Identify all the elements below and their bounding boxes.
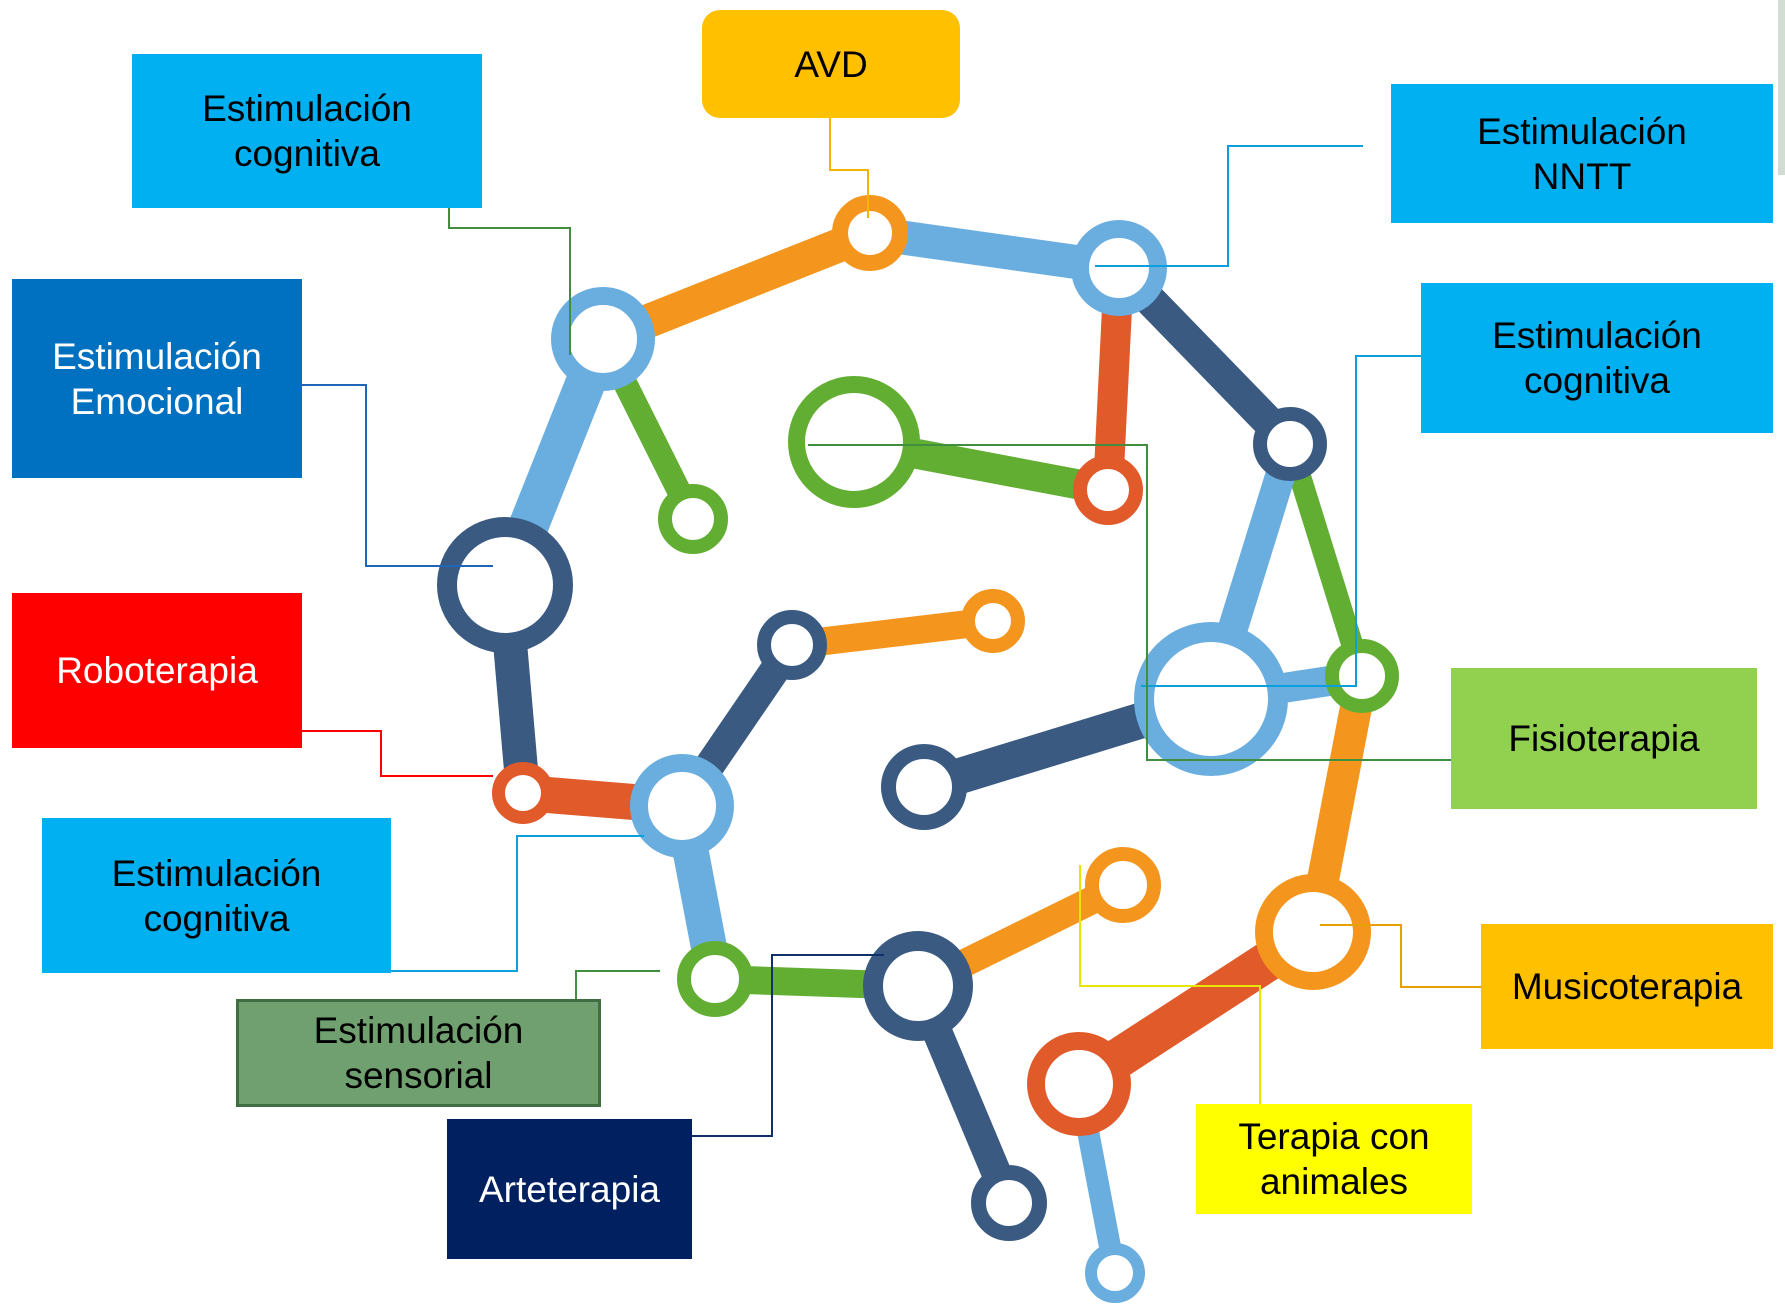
cognitive-stimulation-box-right[interactable]: Estimulación cognitiva xyxy=(1421,283,1773,433)
cognitive-stimulation-label: Estimulación cognitiva xyxy=(111,852,322,939)
network-node-ring xyxy=(492,762,554,824)
network-node-ring xyxy=(437,517,573,653)
sensory-stimulation-box[interactable]: Estimulación sensorial xyxy=(236,999,601,1107)
network-node-ring xyxy=(677,941,753,1017)
connector-line xyxy=(302,384,493,567)
cognitive-stimulation-label: Estimulación cognitiva xyxy=(1492,315,1702,401)
network-node-ring xyxy=(971,1165,1047,1241)
roboterapia-label: Roboterapia xyxy=(56,650,258,691)
fisioterapia-box[interactable]: Fisioterapia xyxy=(1451,668,1757,809)
network-node-ring xyxy=(757,610,827,680)
connector-line xyxy=(829,118,869,218)
connector-line xyxy=(808,444,1451,761)
arteterapia-label: Arteterapia xyxy=(479,1168,660,1210)
animal-therapy-box[interactable]: Terapia con animales xyxy=(1196,1104,1472,1214)
connector-line xyxy=(1079,865,1261,1104)
network-node-ring xyxy=(881,744,967,830)
network-node-ring xyxy=(1073,455,1143,525)
animal-therapy-label: Terapia con animales xyxy=(1238,1116,1430,1202)
network-node-ring xyxy=(1325,639,1399,713)
edge-scrollbar xyxy=(1778,0,1785,175)
nntt-stimulation-box[interactable]: Estimulación NNTT xyxy=(1391,84,1773,223)
nntt-stimulation-label: Estimulación NNTT xyxy=(1477,110,1687,197)
sensory-stimulation-label: Estimulación sensorial xyxy=(313,1010,524,1096)
emotional-stimulation-label: Estimulación Emocional xyxy=(52,335,262,422)
connector-line xyxy=(1095,145,1363,267)
connector-line xyxy=(302,730,493,777)
network-node-ring xyxy=(1253,407,1327,481)
connector-line xyxy=(692,954,884,1137)
connector-line xyxy=(1141,355,1421,687)
musicoterapia-label: Musicoterapia xyxy=(1511,966,1743,1007)
roboterapia-box[interactable]: Roboterapia xyxy=(12,593,302,748)
network-node-ring xyxy=(1071,220,1167,316)
network-node-ring xyxy=(658,484,728,554)
connector-line xyxy=(1320,924,1481,988)
network-node-ring xyxy=(1085,847,1161,923)
avd-label: AVD xyxy=(794,43,868,85)
network-node-ring xyxy=(1255,874,1371,990)
network-node-ring xyxy=(832,195,908,271)
arteterapia-box[interactable]: Arteterapia xyxy=(447,1119,692,1259)
cognitive-stimulation-label: Estimulación cognitiva xyxy=(202,88,412,174)
network-node-ring xyxy=(863,931,973,1041)
fisioterapia-label: Fisioterapia xyxy=(1508,718,1700,759)
network-node-ring xyxy=(788,376,920,508)
network-node-ring xyxy=(1027,1032,1131,1136)
cognitive-stimulation-box-bottom-left[interactable]: Estimulación cognitiva xyxy=(42,818,391,973)
emotional-stimulation-box[interactable]: Estimulación Emocional xyxy=(12,279,302,478)
network-link xyxy=(1279,433,1373,687)
musicoterapia-box[interactable]: Musicoterapia xyxy=(1481,924,1773,1049)
network-node-ring xyxy=(1085,1243,1145,1303)
cognitive-stimulation-box-top-left[interactable]: Estimulación cognitiva xyxy=(132,54,482,208)
network-node-ring xyxy=(630,754,734,858)
avd-box[interactable]: AVD xyxy=(702,10,960,118)
connector-line xyxy=(391,835,644,972)
network-node-ring xyxy=(1134,622,1288,776)
network-node-ring xyxy=(961,589,1025,653)
network-node-ring xyxy=(551,287,655,391)
connector-line xyxy=(575,970,660,999)
